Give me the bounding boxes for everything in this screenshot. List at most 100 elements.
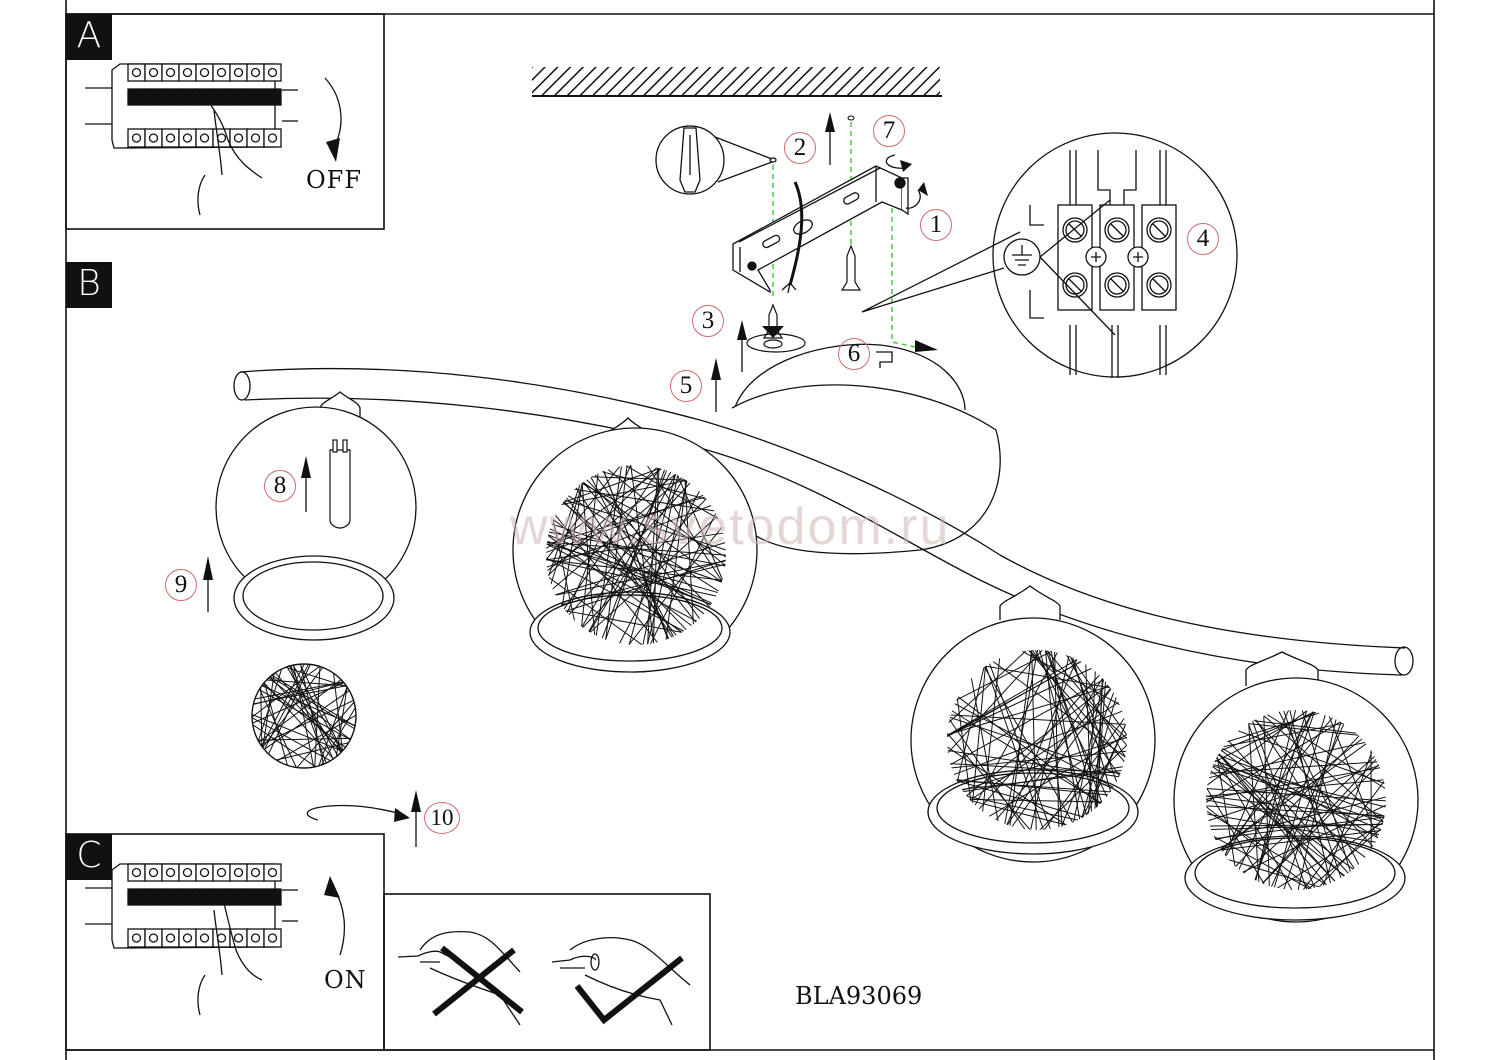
- wire-strand: [1227, 712, 1320, 743]
- rotate-arrow-icon: [885, 154, 921, 209]
- wire-strand: [1206, 806, 1312, 890]
- wire-strand: [1271, 723, 1345, 887]
- wire-strand: [647, 465, 723, 582]
- wire-strand: [1069, 655, 1127, 736]
- wire-strand: [1217, 754, 1385, 817]
- wire-strand: [1030, 655, 1070, 830]
- wire-strand: [1210, 770, 1345, 877]
- wire-strand: [546, 543, 698, 622]
- wire-strand: [563, 467, 661, 610]
- wire-strand: [1302, 781, 1385, 890]
- wire-strand: [1006, 659, 1078, 826]
- wire-strand: [970, 678, 999, 822]
- wire-strand: [1206, 799, 1380, 836]
- step-8: 8: [264, 470, 296, 502]
- wire-strand: [588, 478, 684, 633]
- wire-strand: [619, 490, 700, 644]
- wire-strand: [1212, 765, 1384, 823]
- wire-strand: [1277, 822, 1384, 889]
- wire-strand: [552, 477, 683, 590]
- step-9: 9: [165, 569, 197, 601]
- ceiling-icon: [532, 67, 942, 97]
- wire-shade-2-icon: [546, 465, 726, 645]
- wire-strand: [582, 481, 697, 623]
- wire-strand: [260, 699, 354, 746]
- wire-strand: [548, 577, 643, 645]
- wire-strand: [982, 658, 1001, 812]
- wire-strand: [258, 679, 342, 743]
- wire-strand: [1011, 688, 1112, 827]
- wire-strand: [1214, 816, 1385, 840]
- bulb-handling-frame: [383, 893, 711, 1051]
- wire-strand: [1206, 767, 1381, 800]
- wire-strand: [1047, 650, 1098, 808]
- wire-strand: [270, 675, 355, 730]
- wire-strand: [1223, 722, 1344, 748]
- wire-strand: [1307, 828, 1382, 890]
- wire-strand: [257, 737, 351, 741]
- wire-strand: [261, 664, 305, 747]
- wire-strand: [595, 466, 622, 636]
- wire-strand: [1214, 711, 1315, 763]
- off-caption: OFF: [306, 166, 362, 194]
- wire-strand: [1209, 823, 1383, 827]
- wire-strand: [252, 724, 316, 768]
- wire-strand: [555, 560, 726, 596]
- wire-strand: [1243, 755, 1376, 874]
- step-2: 2: [784, 132, 816, 164]
- rotate-shade-icon: [306, 804, 406, 821]
- wire-strand: [320, 707, 356, 766]
- wire-strand: [1263, 715, 1384, 822]
- wire-strand: [546, 557, 685, 632]
- step-5: 5: [670, 370, 702, 402]
- wire-strand: [581, 473, 599, 627]
- wire-strand: [1207, 813, 1376, 843]
- wire-strand: [1224, 710, 1289, 856]
- wire-strand: [1096, 678, 1103, 807]
- wire-strand: [299, 664, 343, 752]
- wire-strand: [1215, 757, 1336, 882]
- wire-strand: [1208, 765, 1380, 822]
- wire-strand: [299, 664, 325, 765]
- wire-strand: [956, 779, 1109, 796]
- wire-shade-4-icon: [1206, 710, 1386, 890]
- wall-plug-icon: [655, 125, 777, 195]
- wire-strand: [953, 710, 1123, 776]
- wire-strand: [1242, 804, 1386, 873]
- wire-strand: [956, 698, 972, 801]
- wire-strand: [1039, 650, 1087, 816]
- wire-strand: [591, 476, 686, 481]
- wire-strand: [588, 473, 676, 632]
- wire-strand: [546, 543, 718, 594]
- wire-strand: [314, 666, 321, 767]
- wire-strand: [1218, 753, 1336, 882]
- step-4: 4: [1187, 223, 1219, 255]
- wire-strand: [1228, 859, 1320, 888]
- wire-strand: [568, 482, 691, 616]
- wire-strand: [665, 480, 687, 640]
- wire-strand: [582, 481, 723, 583]
- wire-strand: [954, 703, 1114, 788]
- wire-strand: [551, 523, 722, 583]
- step-6: 6: [838, 338, 870, 370]
- pendant-1-icon: [215, 391, 417, 641]
- wire-strand: [581, 482, 596, 635]
- wire-strand: [947, 732, 1031, 830]
- wire-strand: [260, 687, 263, 747]
- wire-strand: [586, 479, 710, 608]
- wire-strand: [274, 672, 342, 753]
- wire-strand: [607, 469, 726, 566]
- wire-strand: [1031, 650, 1037, 830]
- wire-strand: [947, 685, 1110, 736]
- wire-strand: [1297, 719, 1337, 890]
- wire-strand: [268, 677, 351, 740]
- wire-strand: [547, 467, 658, 576]
- bulb-handling-correct-icon: [551, 937, 691, 1026]
- wire-strand: [1248, 723, 1260, 883]
- g9-bulb-icon: [329, 439, 351, 529]
- wire-strand: [684, 479, 694, 625]
- ceiling-canopy-icon: [731, 343, 1001, 555]
- wire-shade-1-icon: [252, 664, 356, 768]
